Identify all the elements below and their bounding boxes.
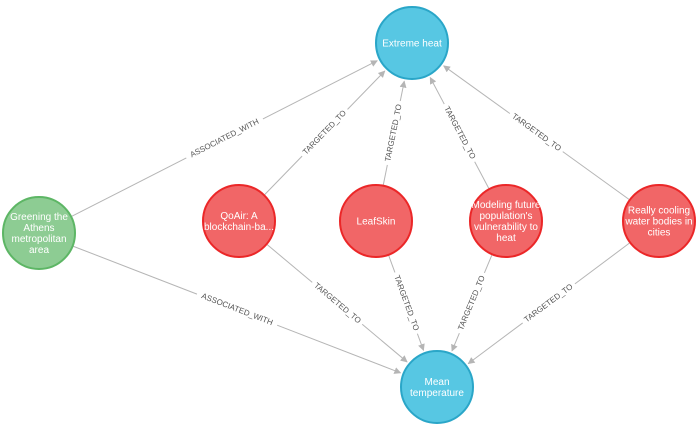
- edge-arrow: [429, 76, 445, 105]
- node-circle: [400, 350, 474, 424]
- edge-label: TARGETED_TO: [522, 282, 574, 324]
- node-greening-athens[interactable]: Greening the Athens metropolitan areaGre…: [2, 196, 76, 270]
- edge-arrow: [347, 70, 386, 110]
- node-label-line: Modeling future: [472, 200, 541, 211]
- edge-arrow: [416, 333, 425, 352]
- node-label-line: Really cooling: [628, 206, 690, 217]
- node-circle: [2, 196, 76, 270]
- node-label-line: QoAir: A: [220, 211, 258, 222]
- node-label-line: vulnerability to: [474, 222, 538, 233]
- node-circle: [202, 184, 276, 258]
- node-label-line: cities: [648, 228, 671, 239]
- edge-line: [483, 254, 493, 274]
- edge-label: ASSOCIATED_WITH: [200, 291, 274, 327]
- node-circle: [469, 184, 543, 258]
- node-label-line: LeafSkin: [357, 217, 396, 228]
- node-extreme-heat[interactable]: Extreme heatExtreme heat: [375, 6, 449, 80]
- node-label: LeafSkin: [357, 217, 396, 228]
- node-label-line: water bodies in: [624, 217, 692, 228]
- edge-arrow: [262, 60, 378, 120]
- edge-arrow: [399, 80, 407, 102]
- node-label-line: metropolitan: [11, 234, 66, 245]
- edge-arrow: [361, 323, 408, 363]
- node-label-line: blockchain-ba...: [204, 222, 274, 233]
- edge-arrow: [443, 65, 511, 114]
- edge-modeling_vulnerability-to-extreme_heat[interactable]: TARGETED_TO: [429, 76, 490, 189]
- edge-arrow: [451, 332, 460, 352]
- edge-modeling_vulnerability-to-mean_temperature[interactable]: TARGETED_TO: [451, 254, 493, 352]
- edge-label: TARGETED_TO: [510, 112, 563, 153]
- edge-label: ASSOCIATED_WITH: [189, 117, 261, 160]
- node-label-line: heat: [496, 233, 516, 244]
- edge-line: [267, 244, 313, 283]
- edge-label: TARGETED_TO: [392, 274, 421, 332]
- node-label-line: population's: [479, 211, 532, 222]
- edge-arrow: [276, 324, 402, 374]
- edge-qoair-to-mean_temperature[interactable]: TARGETED_TO: [267, 244, 408, 363]
- node-label-line: area: [29, 245, 49, 256]
- edge-line: [382, 164, 388, 185]
- edge-label: TARGETED_TO: [456, 274, 487, 331]
- edge-really_cooling-to-mean_temperature[interactable]: TARGETED_TO: [467, 242, 630, 365]
- edge-label: TARGETED_TO: [312, 281, 363, 325]
- edge-line: [474, 161, 490, 189]
- edge-label: TARGETED_TO: [301, 108, 348, 156]
- edge-label: TARGETED_TO: [442, 105, 477, 161]
- node-label: Extreme heat: [382, 39, 442, 50]
- node-label-line: temperature: [410, 388, 464, 399]
- edge-arrow: [467, 322, 523, 365]
- node-modeling-vulnerability[interactable]: Modeling future population's vulnerabili…: [469, 184, 543, 258]
- node-label-line: Mean: [424, 377, 449, 388]
- node-circle: [339, 184, 413, 258]
- node-circle: [622, 184, 696, 258]
- edge-line: [264, 155, 303, 195]
- edge-really_cooling-to-extreme_heat[interactable]: TARGETED_TO: [443, 65, 630, 200]
- node-label-line: Greening the: [10, 212, 68, 223]
- edge-label: TARGETED_TO: [383, 103, 403, 162]
- edge-line: [73, 245, 198, 295]
- edge-leafskin-to-extreme_heat[interactable]: TARGETED_TO: [382, 80, 407, 185]
- edge-line: [388, 255, 396, 273]
- edge-line: [574, 242, 630, 285]
- node-label-line: Athens: [23, 223, 54, 234]
- edge-line: [562, 151, 630, 200]
- node-really-cooling[interactable]: Really cooling water bodies in citiesRea…: [622, 184, 696, 258]
- edge-line: [71, 157, 187, 217]
- edge-qoair-to-extreme_heat[interactable]: TARGETED_TO: [264, 70, 386, 195]
- edge-leafskin-to-mean_temperature[interactable]: TARGETED_TO: [388, 255, 425, 352]
- node-label-line: Extreme heat: [382, 39, 442, 50]
- node-circle: [375, 6, 449, 80]
